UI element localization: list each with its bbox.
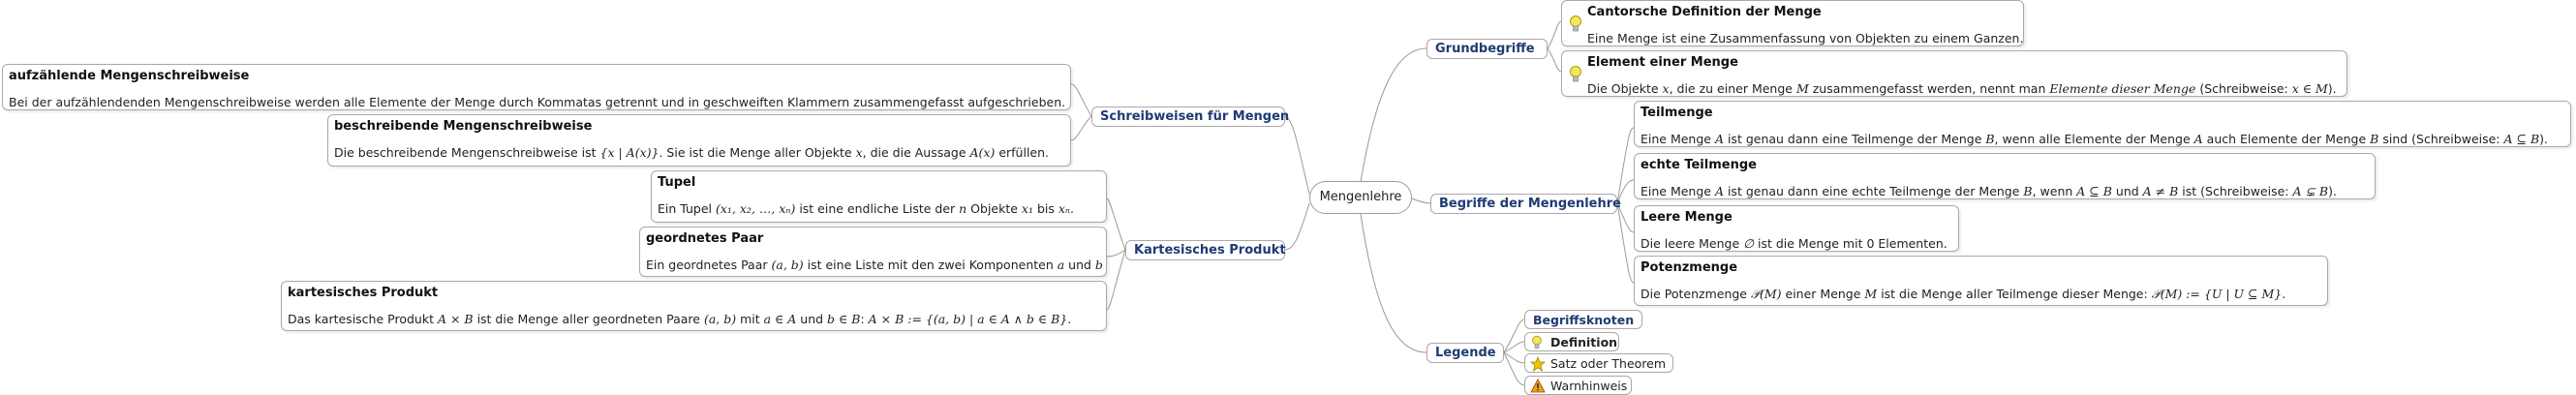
node-leere-menge[interactable]: Leere Menge Die leere Menge ∅ ist die Me…: [1634, 205, 1959, 252]
node-geordnetes-paar[interactable]: geordnetes Paar Ein geordnetes Paar (a, …: [639, 227, 1107, 277]
lightbulb-icon: [1570, 15, 1581, 32]
node-teilmenge[interactable]: Teilmenge Eine Menge A ist genau dann ei…: [1634, 101, 2571, 147]
node-title: Teilmenge: [1641, 106, 1713, 120]
topic-schreibweisen[interactable]: Schreibweisen für Mengen: [1091, 106, 1289, 127]
root-node[interactable]: Mengenlehre: [1309, 181, 1412, 214]
node-text: Eine Menge ist eine Zusammenfassung von …: [1587, 31, 2024, 46]
legend-warnhinweis[interactable]: Warnhinweis: [1524, 376, 1632, 395]
lightbulb-icon: [1532, 335, 1542, 349]
node-element-einer-menge[interactable]: Element einer Menge Die Objekte x, die z…: [1561, 50, 2347, 97]
node-aufzaehlende-mengenschreibweise[interactable]: aufzählende Mengenschreibweise Bei der a…: [2, 64, 1071, 110]
node-title: Element einer Menge: [1587, 55, 1738, 70]
topic-begriffe-der-mengenlehre[interactable]: Begriffe der Mengenlehre: [1430, 194, 1621, 214]
node-tupel[interactable]: Tupel Ein Tupel (x₁, x₂, …, xₙ) ist eine…: [651, 170, 1107, 223]
node-beschreibende-mengenschreibweise[interactable]: beschreibende Mengenschreibweise Die bes…: [327, 114, 1071, 167]
node-title: Potenzmenge: [1641, 260, 1738, 275]
node-title: beschreibende Mengenschreibweise: [334, 119, 593, 134]
node-text: Ein Tupel (x₁, x₂, …, xₙ) ist eine endli…: [658, 201, 1074, 216]
node-cantorsche-definition[interactable]: Cantorsche Definition der Menge Eine Men…: [1561, 0, 2024, 46]
legend-satz-oder-theorem[interactable]: Satz oder Theorem: [1524, 353, 1673, 373]
legend-begriffsknoten[interactable]: Begriffsknoten: [1524, 310, 1642, 329]
node-kartesisches-produkt[interactable]: kartesisches Produkt Das kartesische Pro…: [281, 281, 1107, 331]
node-title: kartesisches Produkt: [288, 286, 439, 300]
node-echte-teilmenge[interactable]: echte Teilmenge Eine Menge A ist genau d…: [1634, 153, 2376, 199]
topic-kartesisches-produkt[interactable]: Kartesisches Produkt: [1125, 240, 1286, 260]
topic-legende[interactable]: Legende: [1426, 343, 1504, 363]
node-text: Eine Menge A ist genau dann eine echte T…: [1641, 184, 2337, 198]
node-title: Leere Menge: [1641, 210, 1733, 225]
node-text: Die Potenzmenge 𝒫(M) einer Menge M ist d…: [1641, 287, 2286, 301]
legend-label: Definition: [1550, 335, 1618, 349]
node-title: geordnetes Paar: [646, 231, 764, 246]
node-text: Das kartesische Produkt A × B ist die Me…: [288, 312, 1072, 326]
legend-definition[interactable]: Definition: [1524, 332, 1619, 351]
node-potenzmenge[interactable]: Potenzmenge Die Potenzmenge 𝒫(M) einer M…: [1634, 256, 2328, 306]
node-title: Tupel: [658, 175, 696, 190]
legend-label: Warnhinweis: [1550, 379, 1628, 393]
node-text: Eine Menge A ist genau dann eine Teilmen…: [1641, 132, 2548, 146]
legend-label: Satz oder Theorem: [1550, 356, 1667, 371]
node-text: Die Objekte x, die zu einer Menge M zusa…: [1587, 81, 2337, 96]
node-title: aufzählende Mengenschreibweise: [9, 69, 250, 83]
node-text: Die beschreibende Mengenschreibweise ist…: [334, 145, 1050, 160]
topic-grundbegriffe[interactable]: Grundbegriffe: [1426, 39, 1548, 59]
node-text: Ein geordnetes Paar (a, b) ist eine List…: [646, 258, 1103, 272]
node-text: Bei der aufzählendenden Mengenschreibwei…: [9, 95, 1066, 109]
warning-icon: [1530, 379, 1546, 393]
node-title: Cantorsche Definition der Menge: [1587, 5, 1822, 19]
node-text: Die leere Menge ∅ ist die Menge mit 0 El…: [1641, 236, 1947, 251]
star-icon: [1530, 356, 1546, 372]
node-title: echte Teilmenge: [1641, 158, 1757, 172]
lightbulb-icon: [1570, 66, 1581, 82]
